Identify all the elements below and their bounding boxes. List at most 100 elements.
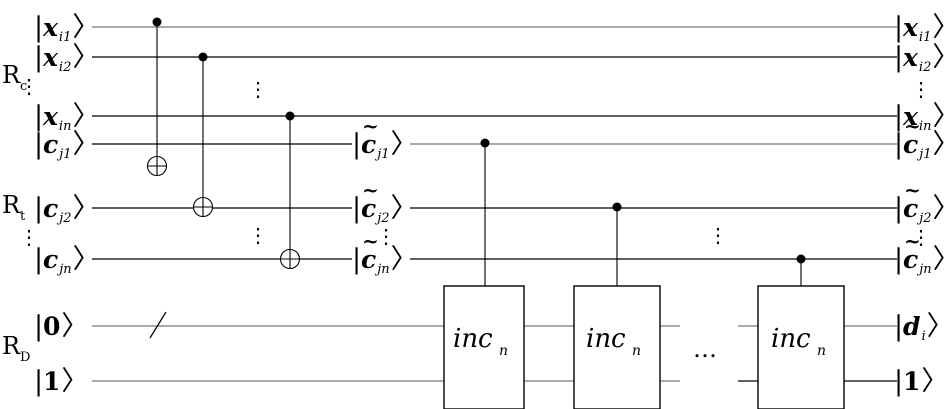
output-ket-3-symbol: c — [903, 130, 918, 159]
output-ket-2-symbol: x — [902, 102, 919, 131]
bundle-slash-icon — [149, 311, 167, 339]
intermediate-ket-2-left-bar: | — [352, 244, 361, 275]
output-ket-4-right-angle: 〉 — [933, 193, 950, 224]
output-ket-0-left-bar: | — [894, 12, 903, 43]
output-ket-4-symbol: c — [903, 194, 918, 223]
output-ket-1-left-bar: | — [894, 42, 903, 73]
register-rd-sub: D — [20, 350, 30, 365]
input-ket-5-symbol: c — [43, 245, 58, 274]
output-ket-7-right-angle: 〉 — [921, 366, 948, 397]
output-ket-5-left-bar: | — [894, 244, 903, 275]
input-ket-2-subscript: in — [59, 119, 72, 134]
output-ket-7-symbol: 1 — [903, 367, 920, 396]
output-ket-5-symbol: c — [903, 245, 918, 274]
input-ket-5-subscript: jn — [56, 262, 71, 277]
register-rt-label: R — [2, 191, 21, 219]
intermediate-ket-2-subscript: jn — [374, 262, 389, 277]
output-ket-4-left-bar: | — [894, 193, 903, 224]
input-ket-0-right-angle: 〉 — [72, 12, 99, 43]
input-ket-6-symbol: 0 — [43, 312, 60, 341]
input-ket-6-right-angle: 〉 — [61, 311, 88, 342]
input-ket-4-subscript: j2 — [56, 211, 71, 226]
input-ket-1-symbol: x — [42, 43, 59, 72]
output-ket-0-right-angle: 〉 — [932, 12, 950, 43]
output-ket-3-subscript: j1 — [916, 147, 931, 162]
output-ket-6-right-angle: 〉 — [927, 311, 950, 342]
input-ket-2-symbol: x — [42, 102, 59, 131]
input-ket-4-symbol: c — [43, 194, 58, 223]
ellipsis-marks: ⋮ ⋮ ⋮ ⋮ ⋮ ⋮ ⋮ ⋮ … — [19, 74, 931, 363]
output-ket-1-right-angle: 〉 — [932, 42, 950, 73]
vdots-rc-right: ⋮ — [911, 77, 931, 101]
vdots-rc-left: ⋮ — [19, 74, 39, 98]
cnot-gates — [146, 17, 301, 270]
intermediate-ket-1-subscript: j2 — [374, 211, 389, 226]
register-rc-label: R — [2, 61, 21, 89]
output-ket-2-left-bar: | — [894, 101, 903, 132]
inc-gate-2 — [573, 285, 661, 409]
input-ket-1-right-angle: 〉 — [72, 42, 99, 73]
intermediate-ket-0-right-angle: 〉 — [391, 129, 418, 160]
hdots-gates: … — [693, 335, 717, 363]
intermediate-ket-2-symbol: c — [361, 245, 376, 274]
output-ket-3-right-angle: 〉 — [933, 129, 950, 160]
input-ket-5-right-angle: 〉 — [73, 244, 100, 275]
intermediate-ket-1-right-angle: 〉 — [391, 193, 418, 224]
input-ket-2-left-bar: | — [34, 101, 43, 132]
vdots-rt-inc: ⋮ — [708, 223, 728, 247]
input-ket-3-right-angle: 〉 — [73, 129, 100, 160]
inc-gate-2-sub: n — [632, 343, 641, 359]
input-ket-1-subscript: i2 — [59, 60, 71, 75]
output-ket-6-left-bar: | — [894, 311, 903, 342]
input-ket-0-symbol: x — [42, 13, 59, 42]
input-ket-1-left-bar: | — [34, 42, 43, 73]
intermediate-ket-1-symbol: c — [361, 194, 376, 223]
output-ket-0-subscript: i1 — [919, 30, 931, 45]
output-ket-3-left-bar: | — [894, 129, 903, 160]
intermediate-ket-1-tilde-icon: ~ — [362, 178, 379, 202]
input-ket-4-right-angle: 〉 — [73, 193, 100, 224]
inc-gate-2-label: inc — [586, 324, 626, 354]
input-ket-6-left-bar: | — [34, 311, 43, 342]
inc-1-control-dot — [480, 138, 490, 148]
inc-gates: inc n inc n inc n — [443, 138, 845, 409]
output-ket-3-tilde-icon: ~ — [904, 114, 921, 138]
input-ket-7-right-angle: 〉 — [61, 366, 88, 397]
output-ket-5-subscript: jn — [916, 262, 931, 277]
intermediate-ket-0-left-bar: | — [352, 129, 361, 160]
output-ket-0-symbol: x — [902, 13, 919, 42]
vdots-rt-left: ⋮ — [19, 225, 39, 249]
input-ket-7-symbol: 1 — [43, 367, 60, 396]
output-ket-5-tilde-icon: ~ — [904, 229, 921, 253]
vdots-rc-cnot: ⋮ — [248, 77, 268, 101]
inc-gate-3 — [757, 285, 845, 409]
input-ket-0-left-bar: | — [34, 12, 43, 43]
intermediate-ket-2-tilde-icon: ~ — [362, 229, 379, 253]
intermediate-ket-0-symbol: c — [361, 130, 376, 159]
output-ket-5-right-angle: 〉 — [933, 244, 950, 275]
register-labels: R c R t R D — [2, 61, 30, 365]
input-ket-0-subscript: i1 — [59, 30, 71, 45]
inc-gate-1 — [443, 285, 525, 409]
intermediate-ket-0-tilde-icon: ~ — [362, 114, 379, 138]
cnot-2-control-dot — [198, 52, 208, 62]
output-ket-2-right-angle: 〉 — [932, 101, 950, 132]
wires — [92, 26, 897, 382]
cnot-3-control-dot — [285, 111, 295, 121]
register-rd-label: R — [2, 332, 21, 360]
output-ket-4-tilde-icon: ~ — [904, 178, 921, 202]
input-ket-4-left-bar: | — [34, 193, 43, 224]
register-rt-sub: t — [20, 209, 26, 224]
output-ket-7-left-bar: | — [894, 366, 903, 397]
inc-2-control-dot — [612, 202, 622, 212]
output-ket-6-symbol: d — [903, 312, 920, 341]
output-ket-1-subscript: i2 — [919, 60, 931, 75]
inc-gate-1-sub: n — [499, 343, 508, 359]
output-ket-6-subscript: i — [921, 329, 925, 344]
intermediate-ket-0-subscript: j1 — [374, 147, 389, 162]
output-ket-1-symbol: x — [902, 43, 919, 72]
input-ket-3-left-bar: | — [34, 129, 43, 160]
inc-3-control-dot — [796, 254, 806, 264]
